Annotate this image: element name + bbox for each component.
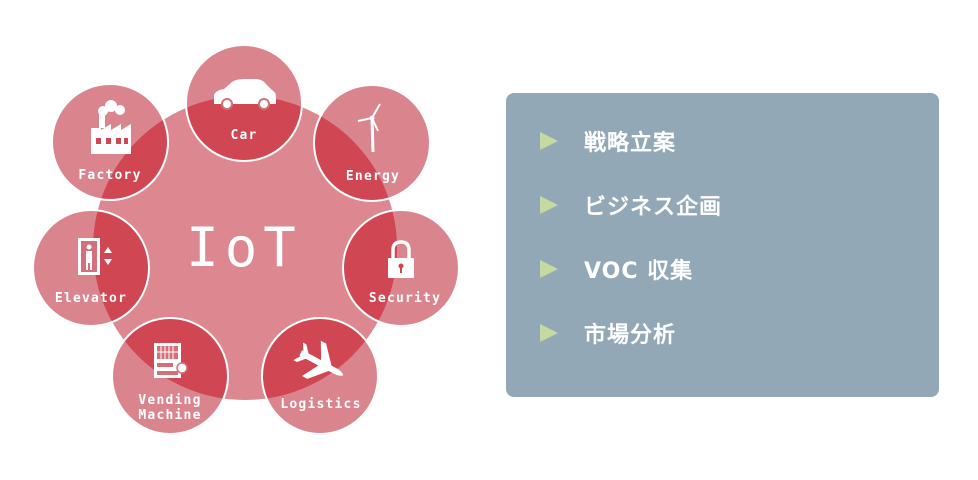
wind-turbine-icon [357,103,381,153]
triangle-bullet-icon [540,196,558,214]
triangle-bullet-icon [540,324,558,342]
car-icon [214,79,276,110]
panel-item-business-planning: ビジネス企画 [540,190,722,220]
node-outlines [32,44,460,435]
node-vending-label-2: Machine [138,408,201,423]
panel-item-label: ビジネス企画 [584,195,723,220]
panel-item-market-analysis: 市場分析 [540,318,676,348]
triangle-bullet-icon [540,260,558,278]
panel-item-voc: VOC 収集 [540,254,693,284]
node-security-label: Security [369,291,441,306]
panel-item-strategy: 戦略立案 [540,126,676,156]
lock-icon [388,240,414,278]
node-logistics-label: Logistics [280,397,361,412]
panel-item-label: 戦略立案 [584,131,677,156]
node-car-label: Car [230,128,257,143]
node-factory-label: Factory [78,168,141,183]
vending-machine-icon [154,343,188,378]
triangle-bullet-icon [540,132,558,150]
airplane-icon [293,340,344,379]
service-panel: 戦略立案 ビジネス企画 VOC 収集 市場分析 [506,93,939,397]
elevator-icon [78,238,112,275]
node-vending-label-1: Vending [138,393,201,408]
node-energy-label: Energy [346,169,400,184]
panel-item-label: VOC 収集 [584,259,694,284]
panel-item-label: 市場分析 [584,323,677,348]
iot-diagram: IoT Car Energy Security Logistics [32,44,460,435]
hub-label: IoT [186,216,302,279]
node-elevator-label: Elevator [55,291,127,306]
factory-icon [91,100,131,154]
